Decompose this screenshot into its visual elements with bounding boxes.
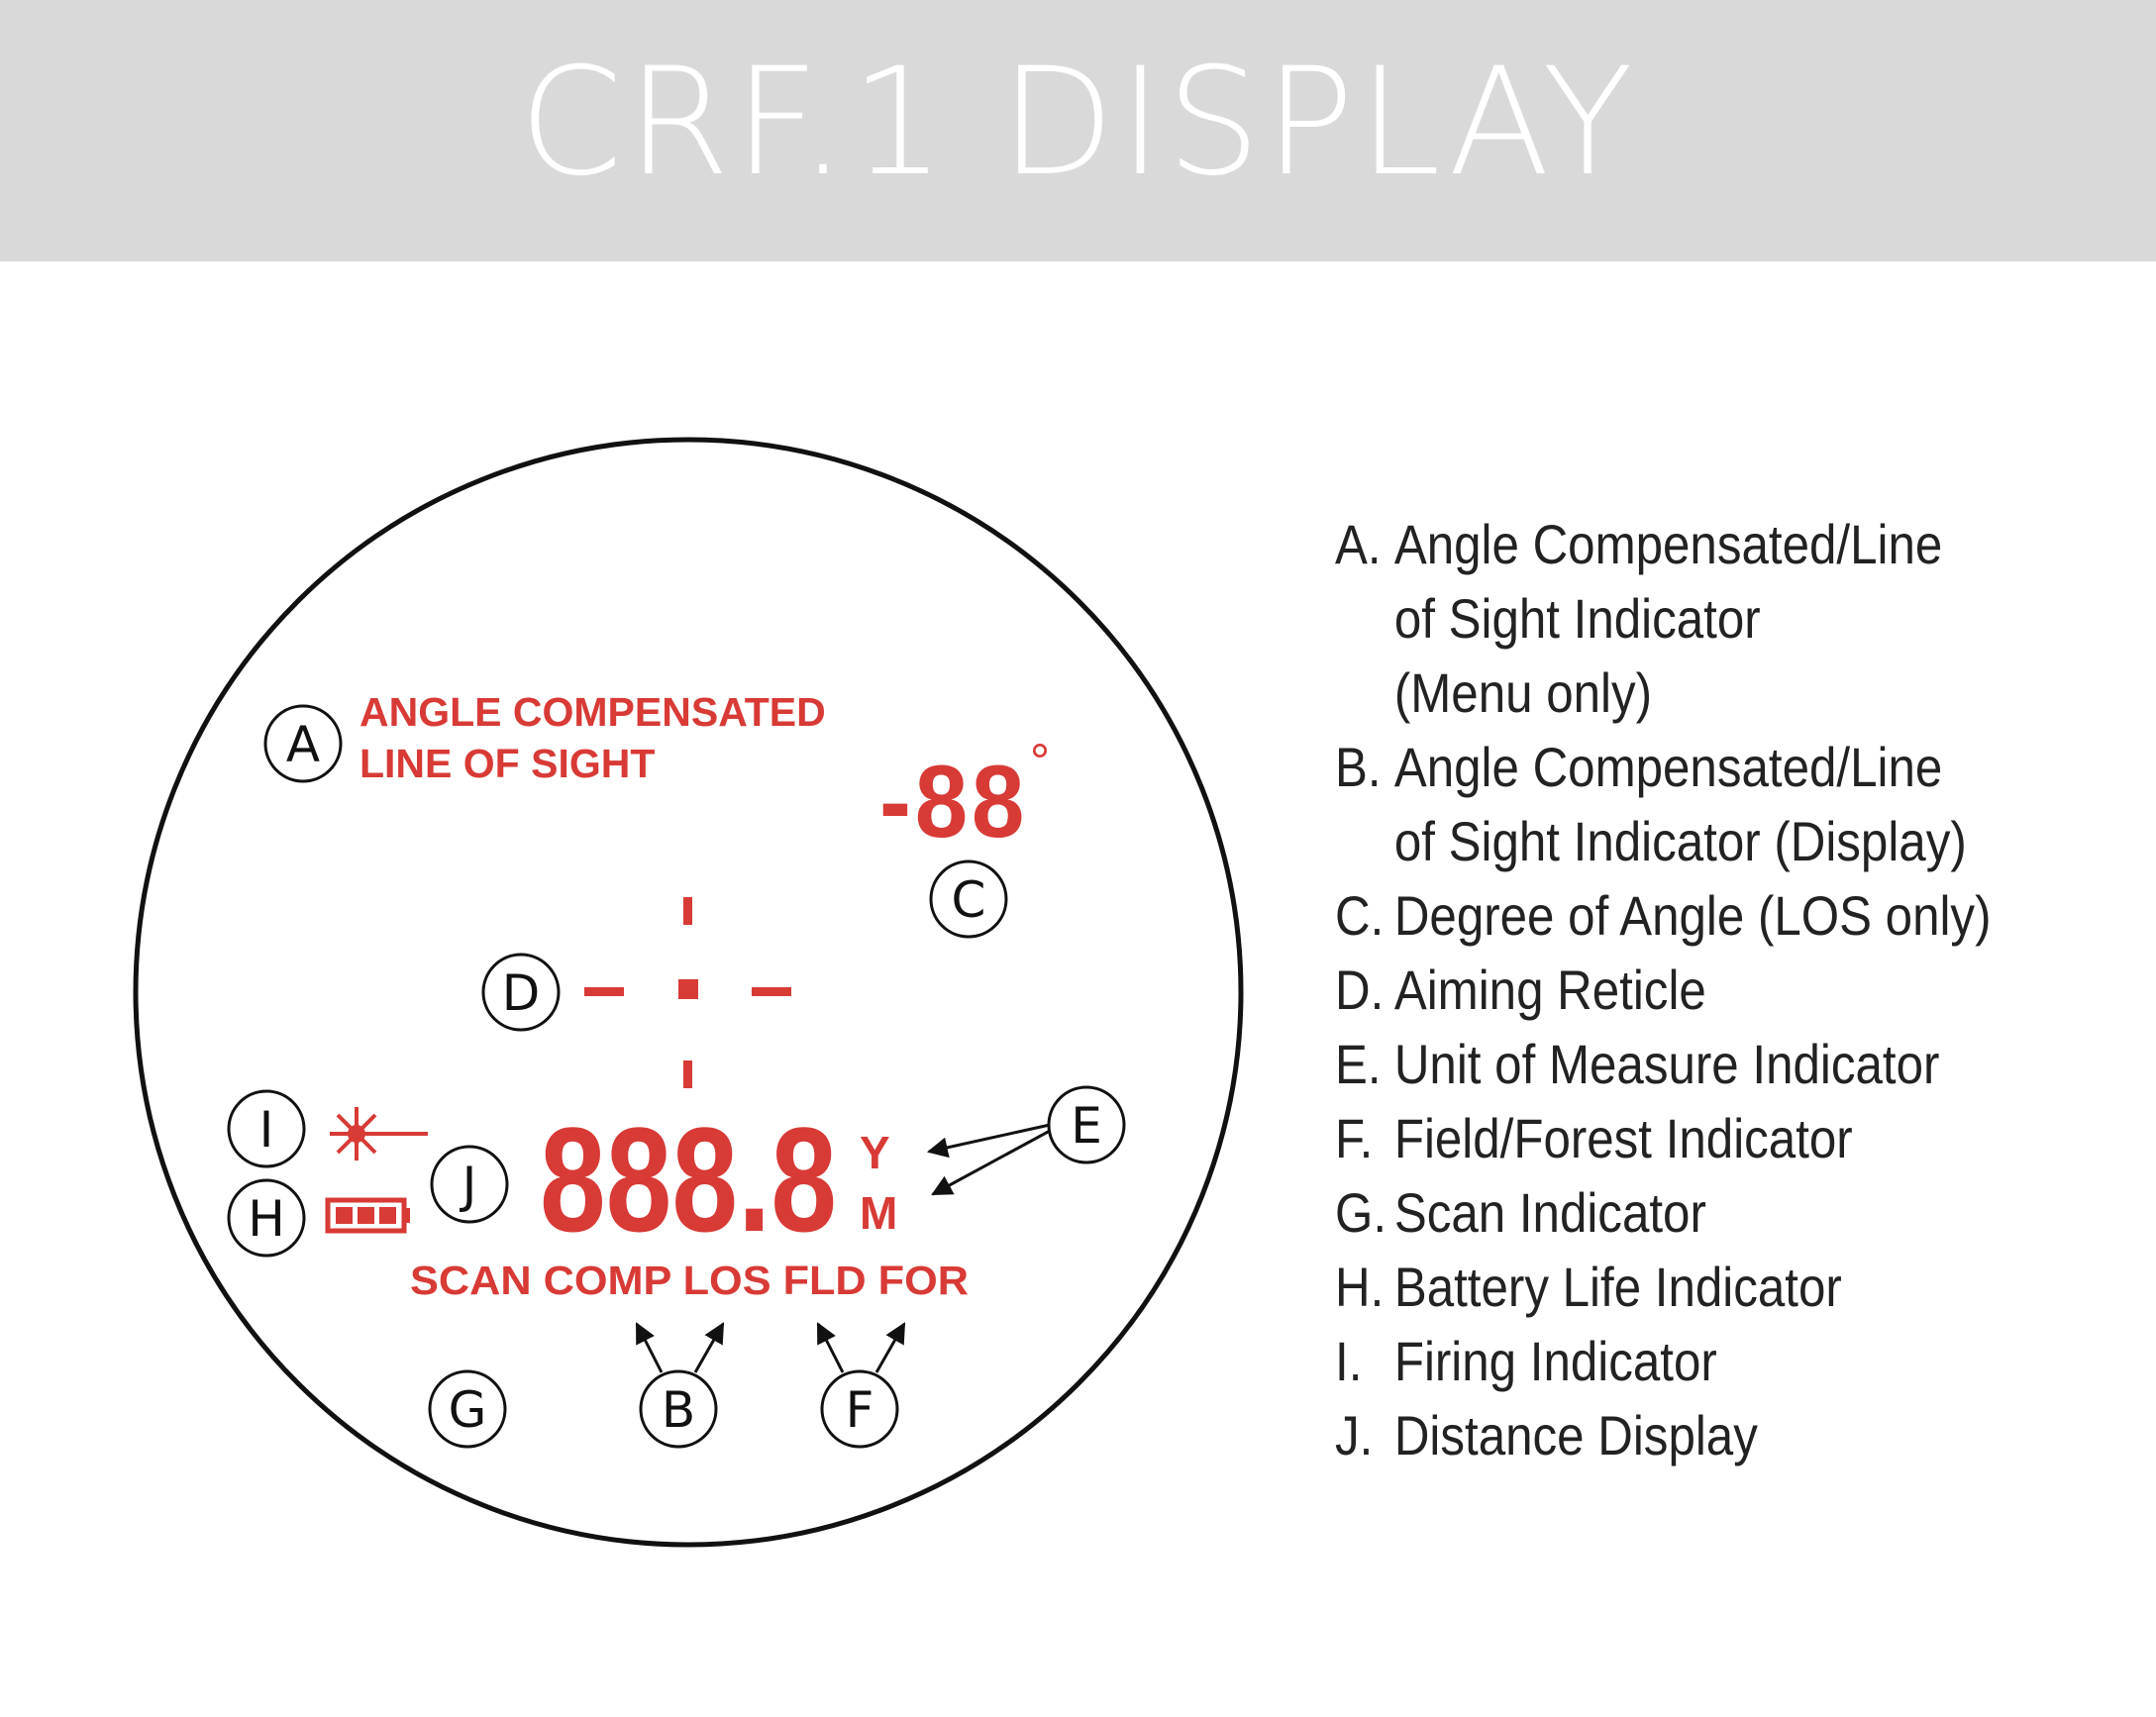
- mode-labels: SCAN COMP LOS FLD FOR: [410, 1258, 969, 1303]
- callout-e-label: E: [1071, 1097, 1102, 1155]
- angle-label-line2: LINE OF SIGHT: [359, 741, 655, 786]
- callout-a-label: A: [286, 716, 320, 773]
- callout-j: J: [430, 1145, 509, 1224]
- legend-item-d: D. Aiming Reticle: [1335, 953, 2032, 1027]
- callout-h: H: [227, 1178, 306, 1258]
- legend-key: C.: [1335, 884, 1385, 947]
- callout-c: C: [929, 859, 1008, 939]
- callout-j-label: J: [460, 1157, 477, 1214]
- legend-list: A. Angle Compensated/Line of Sight Indic…: [1335, 507, 2032, 1472]
- legend-text: Unit of Measure Indicator: [1393, 1033, 1940, 1095]
- legend-item-e: E. Unit of Measure Indicator: [1335, 1027, 2032, 1101]
- legend-item-f: F. Field/Forest Indicator: [1335, 1101, 2032, 1175]
- page-title: CRF.1 DISPLAY: [519, 37, 1637, 209]
- unit-meters: M: [860, 1187, 897, 1239]
- legend-key: E.: [1335, 1033, 1382, 1095]
- battery-icon: [325, 1197, 410, 1234]
- arrow-e-to-yards: [926, 1123, 1051, 1159]
- legend-key: I.: [1335, 1330, 1363, 1392]
- legend-key: F.: [1335, 1107, 1374, 1169]
- callout-h-label: H: [248, 1190, 285, 1248]
- legend-text: Scan Indicator: [1393, 1181, 1706, 1244]
- crosshair-reticle-icon: [584, 897, 791, 1088]
- legend-text: Distance Display: [1393, 1404, 1758, 1466]
- callout-f: F: [820, 1369, 899, 1449]
- callout-g: G: [428, 1369, 507, 1449]
- pointer-arrows: [635, 1123, 1051, 1373]
- legend-text: Degree of Angle (LOS only): [1393, 884, 1992, 947]
- legend-text: Firing Indicator: [1393, 1330, 1717, 1392]
- arrow-f-to-fld: [816, 1322, 845, 1373]
- callout-f-label: F: [846, 1381, 874, 1439]
- legend-item-h: H. Battery Life Indicator: [1335, 1250, 2032, 1324]
- legend-text: Field/Forest Indicator: [1393, 1107, 1853, 1169]
- degree-symbol: °: [1030, 734, 1050, 789]
- angle-label-line1: ANGLE COMPENSATED: [359, 689, 826, 735]
- legend-item-a: A. Angle Compensated/Line of Sight Indic…: [1335, 507, 2032, 730]
- callout-e: E: [1047, 1085, 1126, 1164]
- arrow-b-to-comp: [635, 1322, 664, 1373]
- distance-readout: 888.8: [540, 1096, 837, 1262]
- callout-c-label: C: [952, 871, 986, 929]
- legend-key: A.: [1335, 513, 1382, 575]
- arrow-f-to-for: [874, 1322, 906, 1373]
- legend-key: H.: [1335, 1256, 1385, 1318]
- viewfinder-circle: [133, 437, 1244, 1548]
- header-bar: [0, 0, 2156, 261]
- legend-item-c: C. Degree of Angle (LOS only): [1335, 878, 2032, 953]
- legend-item-b: B. Angle Compensated/Line of Sight Indic…: [1335, 730, 2032, 878]
- legend-key: D.: [1335, 959, 1385, 1021]
- callout-i: I: [227, 1089, 306, 1168]
- callout-a: A: [263, 704, 343, 783]
- angle-readout: -88: [879, 745, 1028, 859]
- legend-key: G.: [1335, 1181, 1387, 1244]
- arrow-e-to-meters: [931, 1129, 1051, 1196]
- legend-text: Battery Life Indicator: [1393, 1256, 1842, 1318]
- legend-item-g: G. Scan Indicator: [1335, 1175, 2032, 1250]
- legend-item-i: I. Firing Indicator: [1335, 1324, 2032, 1398]
- legend-key: J.: [1335, 1404, 1374, 1466]
- arrow-b-to-los: [693, 1322, 725, 1373]
- unit-yards: Y: [860, 1127, 890, 1178]
- callout-b: B: [639, 1369, 718, 1449]
- callout-d: D: [481, 953, 561, 1032]
- legend-text: Angle Compensated/Line of Sight Indicato…: [1393, 736, 1967, 872]
- callout-d-label: D: [502, 964, 541, 1022]
- legend-text: Angle Compensated/Line of Sight Indicato…: [1393, 513, 1943, 724]
- legend-text: Aiming Reticle: [1393, 959, 1706, 1021]
- legend-item-j: J. Distance Display: [1335, 1398, 2032, 1472]
- callout-b-label: B: [662, 1381, 695, 1439]
- laser-burst-icon: [330, 1107, 428, 1161]
- callout-i-label: I: [259, 1101, 274, 1159]
- legend-key: B.: [1335, 736, 1382, 798]
- callout-g-label: G: [449, 1381, 487, 1439]
